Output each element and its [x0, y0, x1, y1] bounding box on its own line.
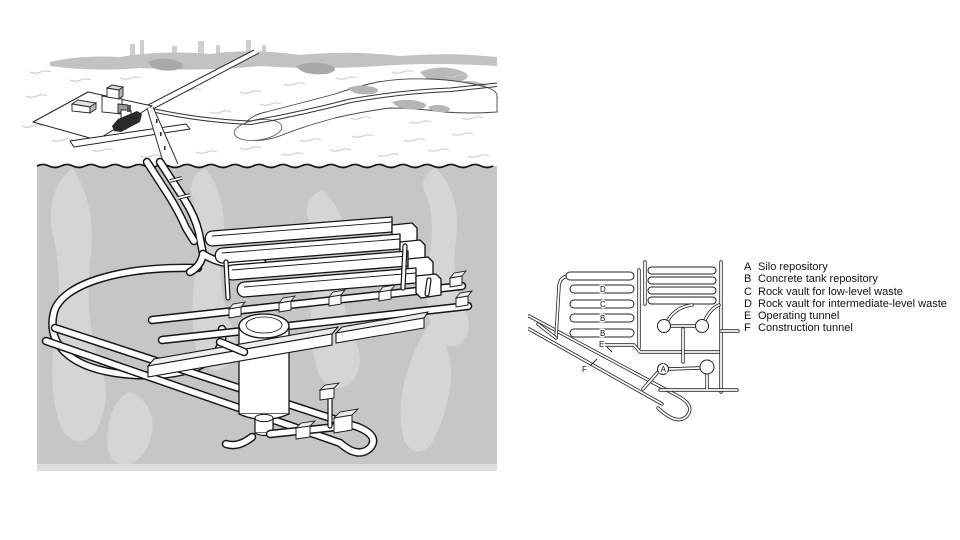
isometric-illustration — [21, 40, 500, 471]
plan-vault-rows-left: D C B B E — [536, 268, 723, 354]
causeway-road — [145, 49, 260, 111]
harbor-platform — [32, 84, 191, 148]
legend-label: Rock vault for low-level waste — [758, 285, 903, 298]
seabed-line — [36, 163, 494, 169]
facility-plan-map: D C B B E A — [528, 260, 740, 422]
legend-item-f: F Construction tunnel — [744, 322, 954, 334]
warehouse-building — [70, 99, 98, 114]
harbor-building — [101, 84, 129, 115]
tunnel-network — [46, 162, 474, 452]
legend-label: Construction tunnel — [758, 322, 853, 335]
legend-item-e: E Operating tunnel — [744, 310, 954, 322]
lower-tunnels — [220, 342, 360, 445]
cross-tunnel-stubs — [227, 270, 474, 319]
plan-row-b1 — [569, 313, 635, 323]
ship — [112, 105, 142, 132]
legend-key: B — [744, 273, 752, 286]
vault-shafts — [223, 243, 432, 301]
plan-label-f-group: F — [581, 358, 598, 375]
legend-key: D — [744, 297, 752, 310]
city-skyline — [130, 40, 266, 58]
plan-row-c — [569, 299, 635, 309]
silo — [238, 313, 290, 437]
plan-row-b2 — [569, 328, 635, 338]
plan-label-b2: B — [600, 329, 605, 338]
legend-key: A — [744, 261, 752, 273]
access-ramp-tunnels — [147, 162, 262, 272]
plan-label-e: E — [599, 340, 604, 349]
island — [149, 78, 498, 141]
plan-row-d — [569, 284, 635, 294]
legend: A Silo repository B Concrete tank reposi… — [744, 261, 954, 335]
plan-right-block: A — [641, 260, 740, 394]
rock-vaults — [204, 216, 442, 301]
silo-dome — [238, 313, 290, 339]
plan-label-d: D — [600, 285, 606, 294]
plan-row-top — [565, 271, 635, 281]
legend-key: F — [744, 322, 751, 335]
legend-label: Silo repository — [758, 261, 828, 273]
legend-key: C — [744, 285, 752, 298]
legend-item-a: A Silo repository — [744, 261, 954, 273]
legend-item-c: C Rock vault for low-level waste — [744, 286, 954, 298]
legend-item-b: B Concrete tank repository — [744, 273, 954, 285]
plan-silo-circle-right — [695, 319, 709, 333]
island-road — [149, 82, 498, 126]
plan-label-b1: B — [600, 314, 605, 323]
front-cross-tunnel — [146, 311, 430, 378]
plan-label-a: A — [661, 365, 667, 374]
access-road — [146, 106, 179, 166]
legend-key: E — [744, 310, 752, 323]
plan-label-c: C — [600, 300, 606, 309]
plan-label-f: F — [582, 365, 587, 374]
legend-label: Rock vault for intermediate-level waste — [758, 297, 947, 310]
plan-silo-a-circle — [657, 363, 669, 375]
legend-label: Concrete tank repository — [758, 273, 878, 286]
plan-silo-circle-left — [657, 319, 671, 333]
plan-circle-bottom-right — [699, 359, 715, 375]
legend-item-d: D Rock vault for intermediate-level wast… — [744, 298, 954, 310]
legend-label: Operating tunnel — [758, 310, 840, 323]
